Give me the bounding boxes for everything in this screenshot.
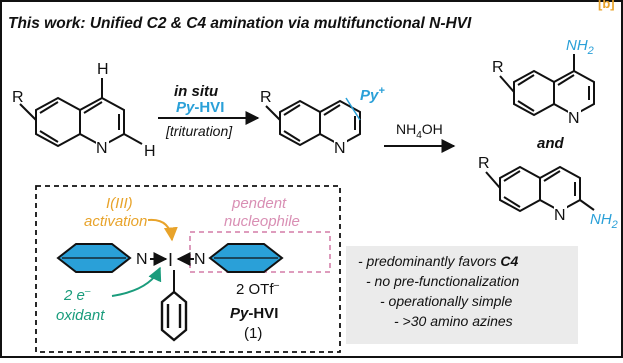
phenyl-ring bbox=[160, 290, 188, 342]
quinoline-intermediate bbox=[265, 97, 361, 147]
arrow2-reagent: NH4OH bbox=[396, 121, 443, 141]
arrow1-in-situ: in situ bbox=[174, 83, 218, 100]
nucleophile-label-2: nucleophile bbox=[224, 213, 300, 230]
counterion-label: 2 OTf– bbox=[236, 280, 280, 298]
arrow1-reagent: Py-HVI bbox=[176, 99, 224, 116]
left-pyridine bbox=[56, 243, 132, 273]
right-pyridine-n: N bbox=[194, 251, 206, 268]
intermediate-r-label: R bbox=[260, 89, 272, 106]
product-c2-r-label: R bbox=[478, 155, 490, 172]
product-c2-amine bbox=[485, 165, 595, 213]
activation-arrow bbox=[147, 218, 178, 242]
product-c4-amine bbox=[499, 54, 595, 117]
product-c2-nh2-label: NH2 bbox=[590, 211, 618, 231]
intermediate-py-label: Py+ bbox=[360, 85, 385, 104]
product-c2-n-label: N bbox=[554, 207, 566, 224]
corner-label: [b] bbox=[598, 0, 615, 11]
quinoline-start bbox=[19, 78, 143, 148]
product-c4-nh2-label: NH2 bbox=[566, 37, 594, 57]
features-panel bbox=[346, 246, 578, 344]
left-pyridine-n: N bbox=[136, 251, 148, 268]
inset-reagent-name: Py-HVI bbox=[230, 305, 278, 322]
arrow1-condition: [trituration] bbox=[165, 123, 233, 139]
reagent-inset bbox=[35, 185, 341, 353]
feature-4: - >30 amino azines bbox=[394, 313, 513, 329]
compound-number: (1) bbox=[244, 325, 262, 342]
activation-label-2: activation bbox=[84, 213, 147, 230]
iodine-label: I bbox=[168, 250, 173, 270]
product-c4-r-label: R bbox=[492, 59, 504, 76]
feature-3: - operationally simple bbox=[380, 293, 512, 309]
oxidant-label-1: 2 e– bbox=[63, 286, 91, 304]
and-label: and bbox=[537, 135, 565, 152]
page-title: This work: Unified C2 & C4 amination via… bbox=[8, 15, 472, 32]
oxidant-arrow bbox=[111, 266, 162, 297]
feature-1: - predominantly favors C4 bbox=[358, 253, 519, 269]
start-h4-label: H bbox=[97, 61, 109, 78]
start-h2-label: H bbox=[144, 143, 156, 160]
start-r-label: R bbox=[12, 89, 24, 106]
oxidant-label-2: oxidant bbox=[56, 307, 105, 324]
right-pyridine bbox=[208, 243, 284, 273]
product-c4-n-label: N bbox=[568, 110, 580, 127]
start-n-label: N bbox=[96, 140, 108, 157]
activation-label-1: I(III) bbox=[106, 195, 133, 212]
feature-2: - no pre-functionalization bbox=[366, 273, 520, 289]
nucleophile-label-1: pendent bbox=[231, 195, 287, 212]
intermediate-n-label: N bbox=[334, 140, 346, 157]
